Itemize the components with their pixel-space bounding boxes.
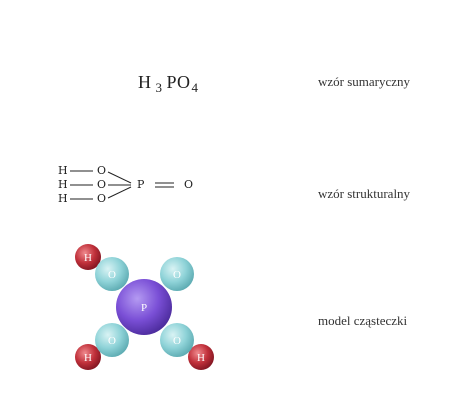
struct-h-1: H <box>58 164 68 177</box>
struct-o-1: O <box>97 164 107 177</box>
oxygen-label-top-right: O <box>173 269 181 281</box>
struct-o-double: O <box>184 178 194 191</box>
bond-o1-p <box>107 171 132 184</box>
oxygen-label-bottom-left: O <box>108 335 116 347</box>
oxygen-label-bottom-right: O <box>173 335 181 347</box>
hydrogen-label-bottom-right: H <box>197 352 205 364</box>
oxygen-atom-bottom-left <box>95 323 129 357</box>
structural-formula: H H H O O O P O <box>58 163 198 209</box>
formula-sub-3: 3 <box>155 80 163 95</box>
struct-o-2: O <box>97 178 107 191</box>
hydrogen-label-bottom-left: H <box>84 352 92 364</box>
summary-formula-label: wzór sumaryczny <box>318 74 411 89</box>
struct-h-3: H <box>58 192 68 205</box>
struct-p: P <box>137 178 145 191</box>
oxygen-atom-bottom-right <box>160 323 194 357</box>
oxygen-atom-top-left <box>95 257 129 291</box>
formula-po: PO <box>166 72 191 92</box>
phosphorus-label: P <box>141 302 147 314</box>
oxygen-atom-top-right <box>160 257 194 291</box>
struct-h-2: H <box>58 178 68 191</box>
formula-h: H <box>138 72 152 92</box>
molecule-model-label: model cząsteczki <box>318 313 408 328</box>
hydrogen-label-top-left: H <box>84 252 92 264</box>
hydrogen-atom-bottom-right <box>188 344 214 370</box>
oxygen-label-top-left: O <box>108 269 116 281</box>
phosphorus-atom <box>116 279 172 335</box>
structural-formula-label: wzór strukturalny <box>318 186 411 201</box>
hydrogen-atom-top-left <box>75 244 101 270</box>
hydrogen-atom-bottom-left <box>75 344 101 370</box>
formula-sub-4: 4 <box>191 80 199 95</box>
bond-o3-p <box>107 186 132 199</box>
struct-o-3: O <box>97 192 107 205</box>
molecule-model: H H H O O O O P <box>75 244 214 370</box>
struct-bonds <box>70 170 174 200</box>
